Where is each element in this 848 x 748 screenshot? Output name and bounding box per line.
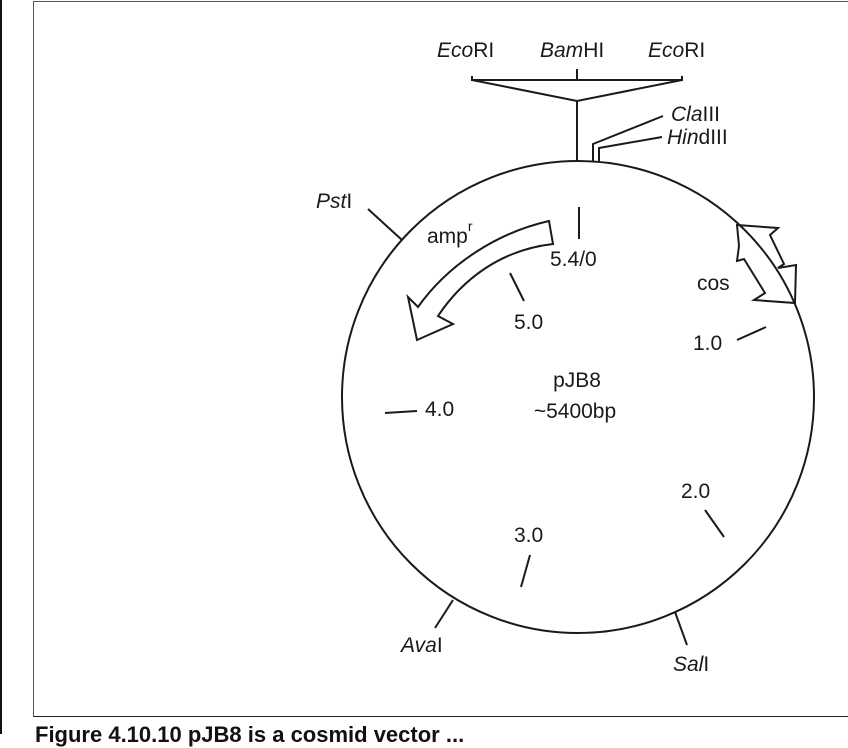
tick-1: [736, 326, 767, 341]
figure-caption: Figure 4.10.10 pJB8 is a cosmid vector .…: [35, 722, 465, 747]
polylinker-bracket: [471, 69, 683, 161]
claiii-label: ClaIII: [671, 103, 720, 126]
position-0: 5.4/0: [550, 248, 597, 271]
hindiii-label: HindIII: [667, 126, 728, 149]
cos-label: cos: [697, 272, 730, 295]
figure-frame: [33, 1, 848, 717]
ava-leader: [434, 599, 454, 629]
tick-2: [704, 509, 725, 538]
avai-label: AvaI: [399, 634, 443, 657]
position-5: 5.0: [514, 311, 543, 334]
plasmid-name: pJB8: [553, 369, 601, 392]
cla-leader: [592, 115, 664, 161]
hind-leader: [598, 136, 663, 161]
position-2: 2.0: [681, 480, 710, 503]
sal-leader: [674, 611, 688, 646]
ecori-left-label: EcoRI: [437, 39, 494, 62]
amp-label: ampr: [427, 218, 473, 248]
plasmid-size: ~5400bp: [534, 400, 616, 423]
amp-arrow: [406, 219, 555, 342]
position-4: 4.0: [425, 398, 454, 421]
page-margin-rule: [0, 0, 2, 734]
bamhi-label: BamHI: [540, 39, 604, 62]
tick-4: [384, 410, 418, 414]
pst-leader: [367, 208, 403, 241]
cos-arrow: [735, 223, 798, 305]
tick-5: [509, 272, 525, 302]
psti-label: PstI: [316, 190, 352, 213]
position-3: 3.0: [514, 524, 543, 547]
ecori-right-label: EcoRI: [648, 39, 705, 62]
sali-label: SalI: [673, 653, 709, 676]
position-1: 1.0: [693, 332, 722, 355]
tick-3: [520, 554, 531, 588]
